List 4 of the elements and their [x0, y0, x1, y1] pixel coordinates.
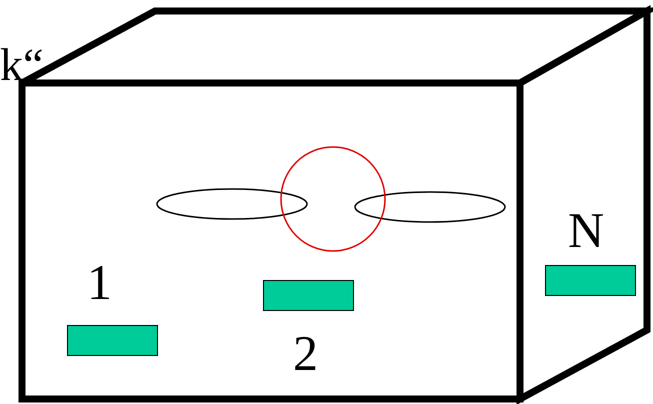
cut-off-text: k“ [0, 40, 44, 90]
number-label: 2 [293, 328, 318, 378]
number-label: 1 [87, 257, 112, 307]
number-label: N [568, 205, 604, 255]
